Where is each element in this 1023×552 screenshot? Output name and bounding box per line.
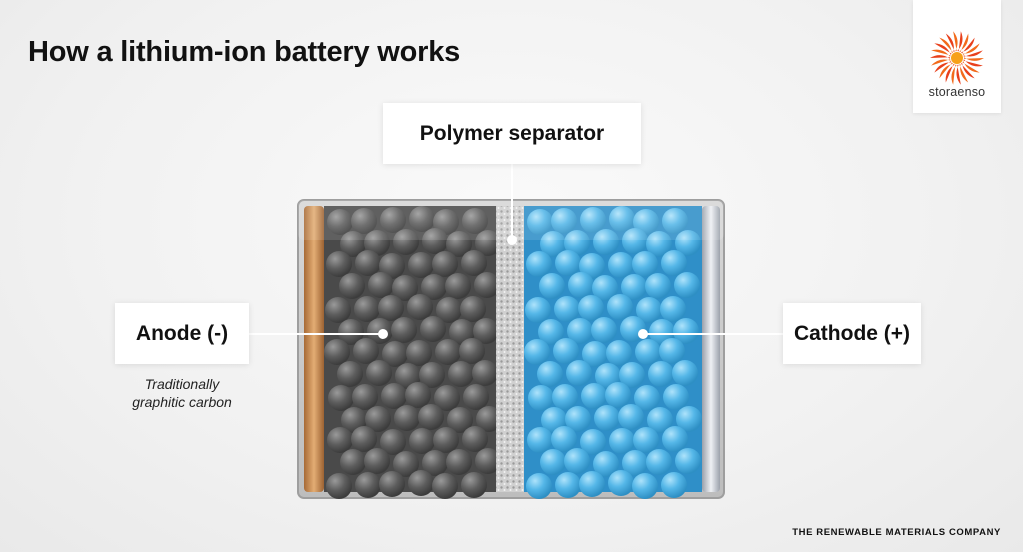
logo: storaenso (913, 0, 1001, 113)
sunburst-logo-icon (930, 31, 984, 85)
cathode-label: Cathode (+) (783, 303, 921, 364)
copper-current-collector (304, 206, 324, 492)
page-title: How a lithium-ion battery works (28, 36, 461, 68)
anode-note-line2: graphitic carbon (132, 394, 232, 410)
anode-callout-dot (378, 329, 388, 339)
cathode-particles (524, 206, 702, 499)
cathode-callout-dot (638, 329, 648, 339)
anode-note-line1: Traditionally (144, 376, 220, 392)
anode-label: Anode (-) (115, 303, 249, 364)
anode-particles (324, 206, 502, 499)
battery-cell (297, 199, 725, 499)
separator-callout-dot (507, 235, 517, 245)
company-tagline: THE RENEWABLE MATERIALS COMPANY (792, 527, 1001, 538)
logo-text: storaenso (928, 85, 986, 99)
anode-note: Traditionally graphitic carbon (112, 375, 252, 411)
aluminum-current-collector (702, 206, 720, 492)
separator-label: Polymer separator (383, 103, 641, 164)
polymer-separator (496, 206, 524, 492)
